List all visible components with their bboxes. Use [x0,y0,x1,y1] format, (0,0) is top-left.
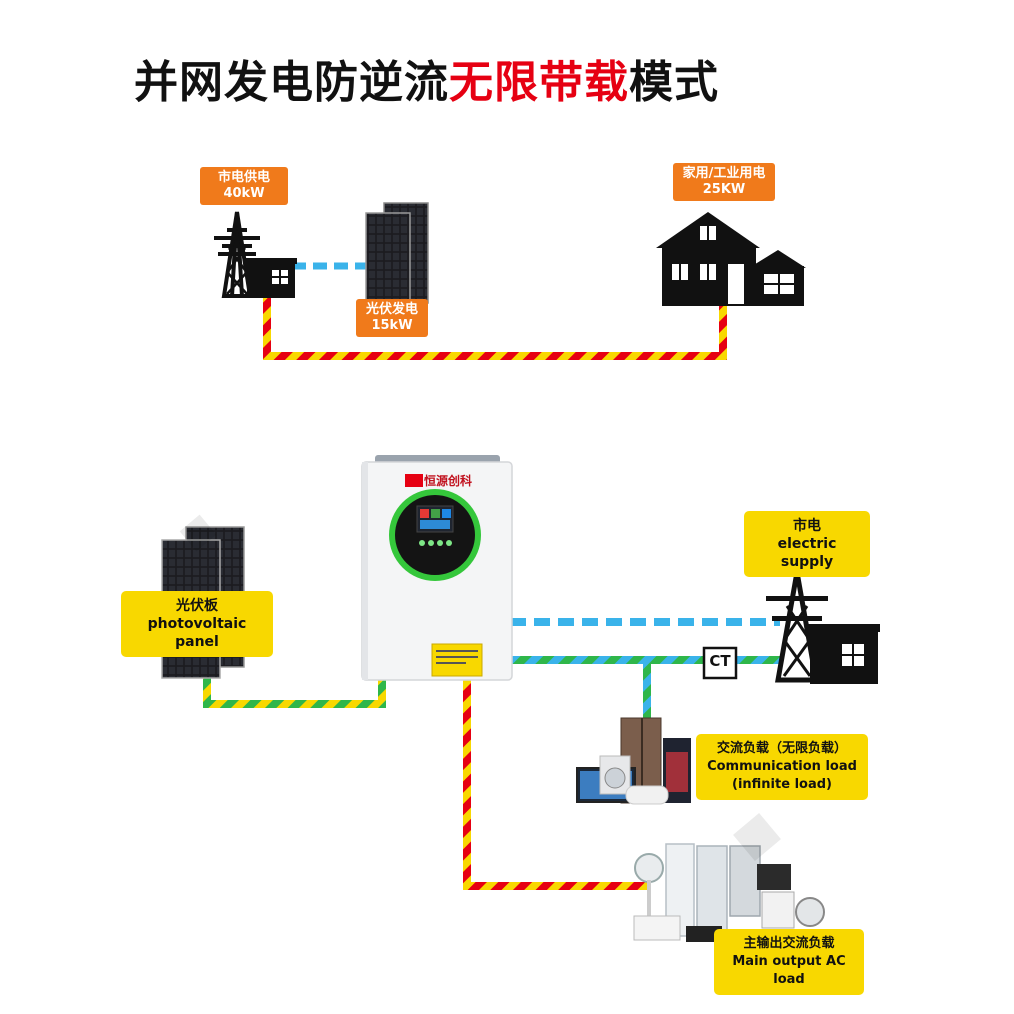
main-output-load-label-line2: Main output AC load [732,954,846,987]
ac-load-label: 交流负载（无限负载） Communication load (infinite … [696,734,868,800]
ac-load-label-line1: 交流负载（无限负载） [716,741,847,756]
solar-panel-icon [365,202,429,314]
ac-load-label-line3: (infinite load) [732,777,832,792]
home-load-label-line1: 家用/工业用电 [682,166,766,181]
inverter-brand: 恒源创科 [424,474,473,488]
electric-supply-label-line2: electric supply [777,536,837,570]
grid-tower-icon [766,571,880,684]
home-load-label: 家用/工业用电 25KW [673,163,775,201]
electric-supply-label-line1: 市电 [793,518,821,534]
title-part-2: 无限带载 [449,57,629,108]
ct-box [702,646,738,680]
pv-generation-label-line2: 15kW [371,318,413,333]
grid-supply-label: 市电供电 40kW [200,167,288,205]
watermark-icon [179,514,781,861]
pv-panel-label-line2: photovoltaic panel [147,616,247,650]
home-load-label-line2: 25KW [702,182,746,197]
inverter-icon [361,455,513,681]
page-title: 并网发电防逆流无限带载模式 [134,46,719,110]
pv-generation-label: 光伏发电 15kW [356,299,428,337]
main-appliances-icon [633,843,825,942]
main-load-wire-red-yellow [463,680,648,890]
pv-panel-label: 光伏板 photovoltaic panel [121,591,273,657]
title-part-3: 模式 [629,57,719,108]
pv-wire-green-yellow [203,668,386,708]
grid-supply-label-line1: 市电供电 [217,170,270,185]
pv-panel-label-line1: 光伏板 [176,598,218,614]
ct-label: CT [709,652,731,670]
main-output-load-label: 主输出交流负载 Main output AC load [714,929,864,995]
electric-supply-label: 市电 electric supply [744,511,870,577]
top-wire-red-yellow [263,296,727,360]
ac-load-label-line2: Communication load [707,759,857,774]
main-output-load-label-line1: 主输出交流负载 [743,936,835,951]
title-part-1: 并网发电防逆流 [134,57,449,108]
appliances-icon [576,717,691,805]
house-icon [656,212,806,306]
transmission-tower-icon [214,211,297,298]
grid-supply-label-line2: 40kW [223,186,265,201]
pv-generation-label-line1: 光伏发电 [365,302,418,317]
